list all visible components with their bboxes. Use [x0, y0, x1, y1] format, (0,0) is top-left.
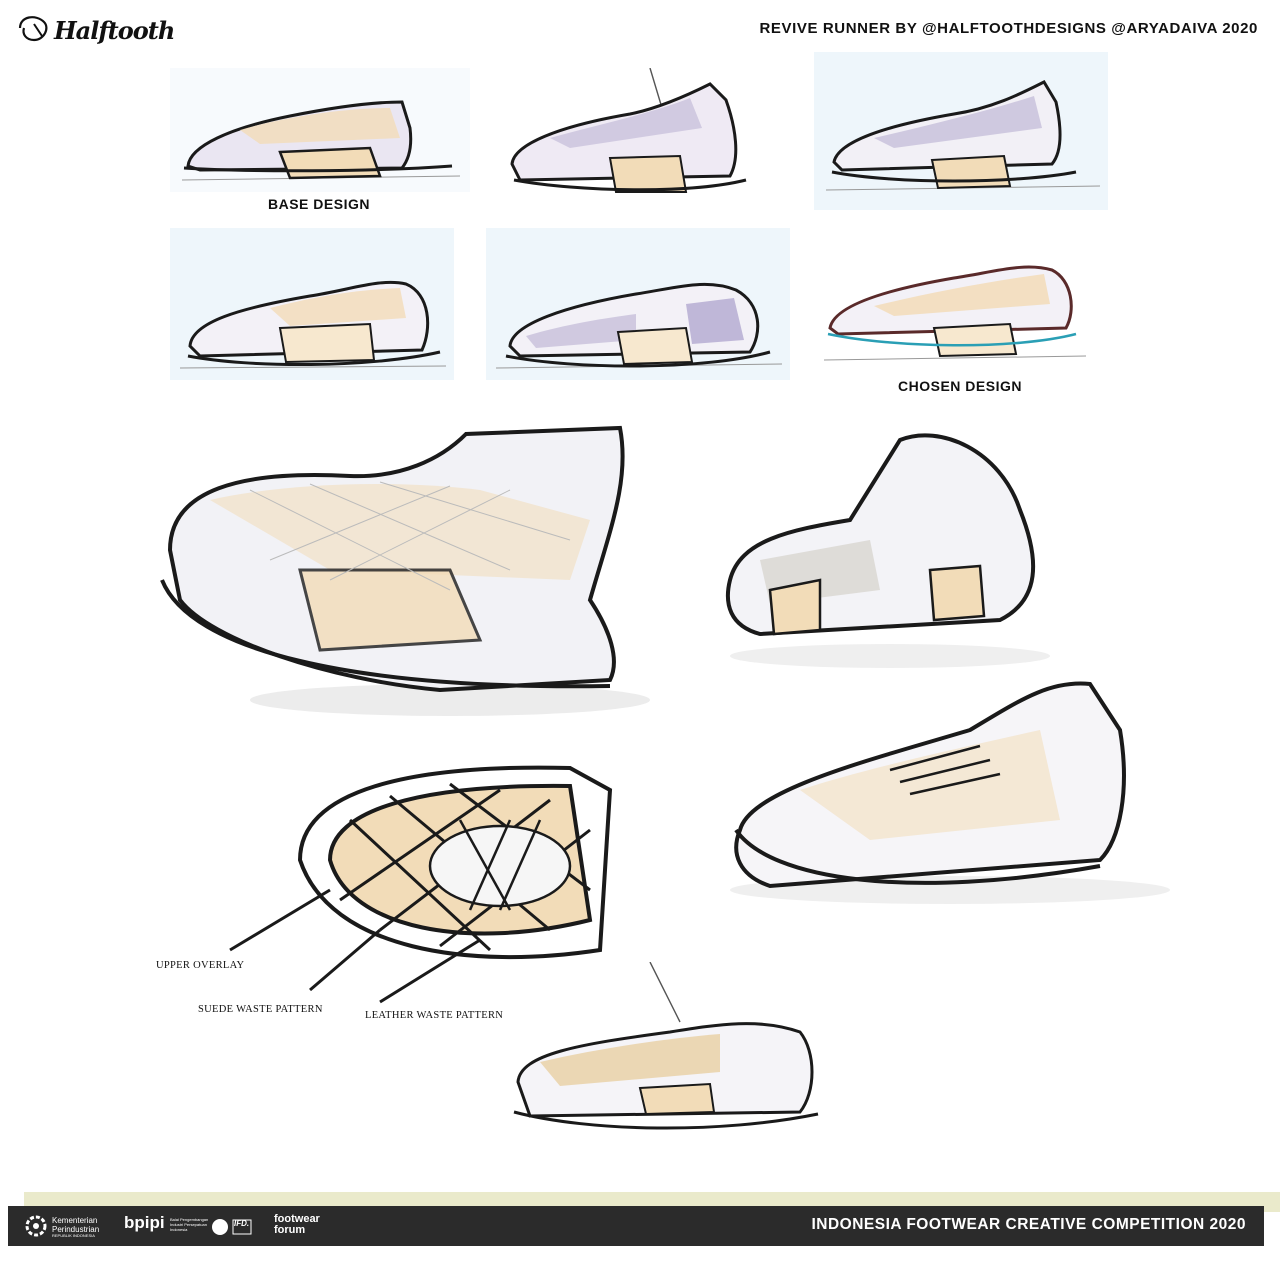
competition-title: INDONESIA FOOTWEAR CREATIVE COMPETITION …	[811, 1216, 1246, 1233]
annotation-leather-waste: LEATHER WASTE PATTERN	[365, 1010, 504, 1021]
sketch-final-side	[500, 962, 830, 1142]
caption-base-design: BASE DESIGN	[268, 196, 370, 212]
sketch-perspective-laced	[710, 670, 1170, 910]
sketch-toe-detail	[270, 760, 620, 970]
sketch-base-design	[170, 68, 470, 192]
logo-wordmark: Halftooth	[54, 16, 175, 45]
annotation-upper-overlay: UPPER OVERLAY	[156, 960, 245, 971]
sketch-perspective-side	[150, 420, 670, 720]
caption-chosen-design: CHOSEN DESIGN	[898, 378, 1022, 394]
bpipi-logo: bpipi Balai Pengembangan Industri Persep…	[124, 1213, 209, 1232]
page-title: REVIVE RUNNER BY @HALFTOOTHDESIGNS @ARYA…	[759, 20, 1258, 37]
sketch-perspective-rear	[700, 420, 1050, 670]
sketch-variant-3	[814, 52, 1108, 210]
sketch-variant-5	[486, 228, 790, 380]
sketch-variant-2	[490, 68, 770, 200]
sketch-chosen-design	[814, 224, 1094, 372]
annotation-suede-waste: SUEDE WASTE PATTERN	[198, 1004, 323, 1015]
annotation-leader-lines	[229, 888, 481, 1004]
halftooth-logo: Halftooth	[14, 6, 175, 60]
sketch-variant-4	[170, 228, 454, 380]
ifd-logo: IFD.	[211, 1216, 255, 1238]
